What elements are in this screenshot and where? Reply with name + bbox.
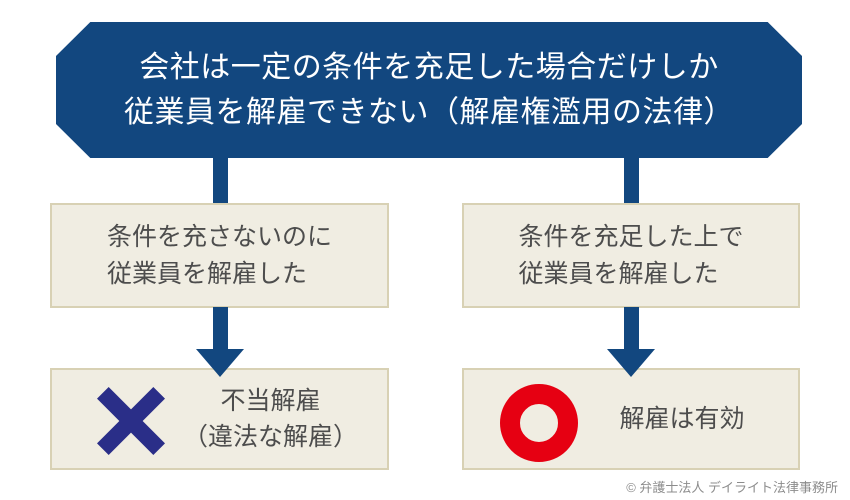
circle-icon bbox=[500, 384, 578, 462]
condition-left-line-2: 従業員を解雇した bbox=[106, 259, 307, 288]
condition-left-line-1: 条件を充さないのに bbox=[106, 222, 332, 251]
down-arrow-left-shaft bbox=[213, 307, 228, 350]
result-left-line-2: （違法な解雇） bbox=[182, 423, 358, 451]
footer-credit: © 弁護士法人 デイライト法律事務所 bbox=[626, 480, 838, 495]
result-left-line-1: 不当解雇 bbox=[220, 387, 321, 415]
down-arrow-right-head bbox=[607, 349, 655, 377]
result-right-label: 解雇は有効 bbox=[619, 405, 745, 433]
condition-right-line-2: 従業員を解雇した bbox=[518, 259, 719, 288]
connector-line-right bbox=[624, 157, 639, 204]
condition-box-right: 条件を充足した上で 従業員を解雇した bbox=[462, 203, 800, 308]
law-banner: 会社は一定の条件を充足した場合だけしか 従業員を解雇できない（解雇権濫用の法律） bbox=[56, 22, 802, 158]
banner-line-1: 会社は一定の条件を充足した場合だけしか bbox=[139, 51, 719, 84]
result-box-right: 解雇は有効 bbox=[462, 368, 800, 470]
condition-right-line-1: 条件を充足した上で bbox=[518, 222, 744, 251]
down-arrow-left-head bbox=[196, 349, 244, 377]
cross-icon bbox=[97, 387, 165, 455]
result-box-left: 不当解雇 （違法な解雇） bbox=[50, 368, 389, 470]
connector-line-left bbox=[213, 157, 228, 204]
down-arrow-right-shaft bbox=[624, 307, 639, 350]
banner-line-2: 従業員を解雇できない（解雇権濫用の法律） bbox=[124, 96, 734, 129]
condition-box-left: 条件を充さないのに 従業員を解雇した bbox=[50, 203, 389, 308]
